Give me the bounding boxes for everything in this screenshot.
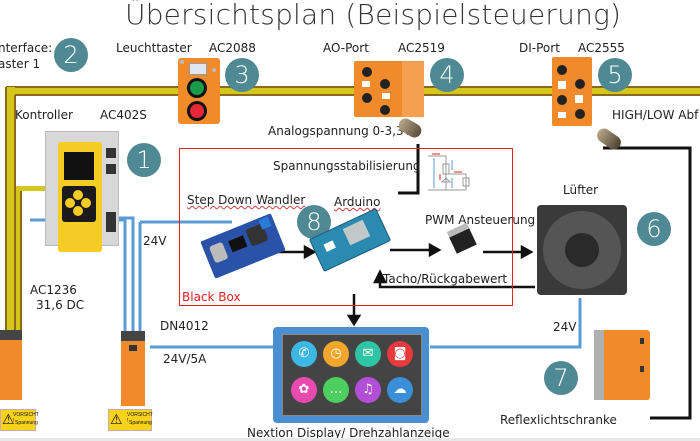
signal-arrows — [270, 242, 535, 327]
slide-bottom-edge — [0, 438, 700, 441]
psu1-device — [0, 330, 22, 400]
fan-voltage-label: 24V — [553, 320, 577, 334]
interface-sublabel: aster 1 — [0, 57, 41, 71]
clock-icon[interactable]: ◷ — [323, 341, 349, 367]
badge-3: 3 — [225, 58, 259, 92]
display-screen[interactable]: ✆◷✉◙ ✿…♫☁ — [282, 334, 422, 416]
green-light-button[interactable] — [187, 78, 207, 98]
badge-4: 4 — [430, 58, 464, 92]
black-box-frame — [179, 148, 513, 306]
nextion-display[interactable]: ✆◷✉◙ ✿…♫☁ — [273, 327, 429, 423]
fan-device — [537, 205, 627, 295]
arduino-label: Arduino — [334, 195, 381, 209]
display-label-text: Nextion Display/ Drehzahlanzeige — [247, 426, 450, 440]
ao-signal-label: Analogspannung 0-3,3V — [268, 124, 412, 138]
signal-cables — [398, 144, 692, 420]
fan-label: Lüfter — [563, 183, 599, 197]
sensor-label: Reflexlichtschranke — [500, 413, 617, 427]
controller-code: AC402S — [100, 108, 147, 122]
tacho-label: Tacho/Rückgabewert — [383, 272, 508, 286]
di-port-name: DI-Port — [519, 41, 560, 55]
psu2-code: DN4012 — [160, 319, 209, 333]
button-box[interactable] — [178, 58, 220, 124]
camera-icon[interactable]: ◙ — [387, 341, 413, 367]
red-light-button[interactable] — [187, 101, 207, 121]
psu2-device — [121, 331, 145, 406]
psu1-warning-sign: ⚠ VORSICHT ! Spannung — [0, 409, 39, 431]
black-box-label: Black Box — [182, 290, 241, 304]
asi-bus-cable — [5, 86, 700, 332]
psu1-warning-title: VORSICHT ! — [13, 412, 39, 424]
display-label: Nextion Display/ Drehzahlanzeige — [247, 426, 450, 440]
button-name: Leuchttaster — [116, 41, 192, 55]
button-code: AC2088 — [209, 41, 256, 55]
badge-7: 7 — [544, 361, 578, 395]
music-icon[interactable]: ♫ — [355, 377, 381, 403]
interface-label: nterface: — [0, 41, 53, 55]
feed-voltage-label: 24V — [143, 234, 167, 248]
psu1-spec: 31,6 DC — [36, 298, 85, 312]
ao-port-code: AC2519 — [398, 41, 445, 55]
weather-icon[interactable]: ☁ — [387, 377, 413, 403]
stabilizer-label: Spannungsstabilisierung — [273, 159, 421, 173]
light-barrier-sensor — [594, 330, 650, 400]
ao-port-name: AO-Port — [323, 41, 369, 55]
ao-port-module — [354, 61, 424, 117]
psu2-warning-text: Spannung — [129, 420, 152, 426]
psu2-warning-title: VORSICHT ! — [127, 412, 153, 424]
phone-icon[interactable]: ✆ — [291, 341, 317, 367]
badge-2: 2 — [54, 38, 88, 72]
controller-device — [45, 131, 119, 252]
schematic-diagram — [428, 153, 470, 191]
high-voltage-icon: ⚠ — [2, 411, 15, 427]
chat-icon[interactable]: … — [323, 377, 349, 403]
pwm-label: PWM Ansteuerung — [425, 213, 536, 227]
controller-front-panel — [58, 142, 102, 252]
high-voltage-icon: ⚠ — [110, 411, 123, 427]
badge-5: 5 — [598, 58, 632, 92]
controller-name: Kontroller — [15, 108, 73, 122]
badge-6: 6 — [637, 212, 671, 246]
psu1-warning-text: Spannung — [15, 420, 38, 426]
psu1-code: AC1236 — [30, 283, 77, 297]
badge-8: 8 — [297, 205, 331, 239]
diagram-title: Übersichtsplan (Beispielsteuerung) — [125, 0, 622, 31]
mail-icon[interactable]: ✉ — [355, 341, 381, 367]
di-signal-label: HIGH/LOW Abf — [612, 108, 699, 122]
badge-1: 1 — [127, 143, 161, 177]
psu2-spec: 24V/5A — [163, 352, 207, 366]
psu2-warning-sign: ⚠ VORSICHT ! Spannung — [108, 409, 153, 431]
flower-icon[interactable]: ✿ — [291, 377, 317, 403]
step-down-label: Step Down Wandler — [187, 193, 306, 207]
di-port-code: AC2555 — [578, 41, 625, 55]
di-port-module — [552, 57, 592, 126]
